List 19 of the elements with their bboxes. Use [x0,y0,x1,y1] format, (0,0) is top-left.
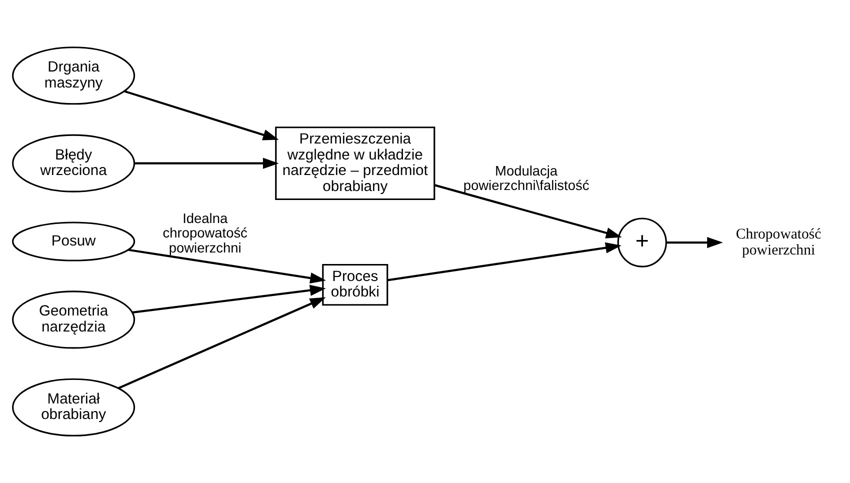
node-ellipse: Drgania maszyny [12,46,136,105]
arrow [118,297,326,390]
node-text: Chropowatość powierzchni [736,226,822,258]
node-circle: + [617,218,667,268]
node-ellipse: Błędy wrzeciona [12,134,136,192]
edge-label: Idealna chropowatość powierzchni [162,210,248,256]
node-box: Przemieszczenia względne w układzie narzędzie – przedmiot obrabiany [275,126,436,200]
arrow [128,248,326,284]
arrow [666,237,723,248]
arrow [434,184,622,238]
node-ellipse: Materiał obrabiany [12,378,136,436]
arrow [134,158,279,169]
edge-label: Modulacja powierzchni\falistość [463,163,590,194]
arrow [387,242,622,282]
node-box: Proces obróbki [322,264,388,306]
arrow [124,90,279,140]
arrow [132,284,326,314]
node-ellipse: Geometria narzędzia [12,290,136,349]
node-ellipse: Posuw [12,222,136,262]
